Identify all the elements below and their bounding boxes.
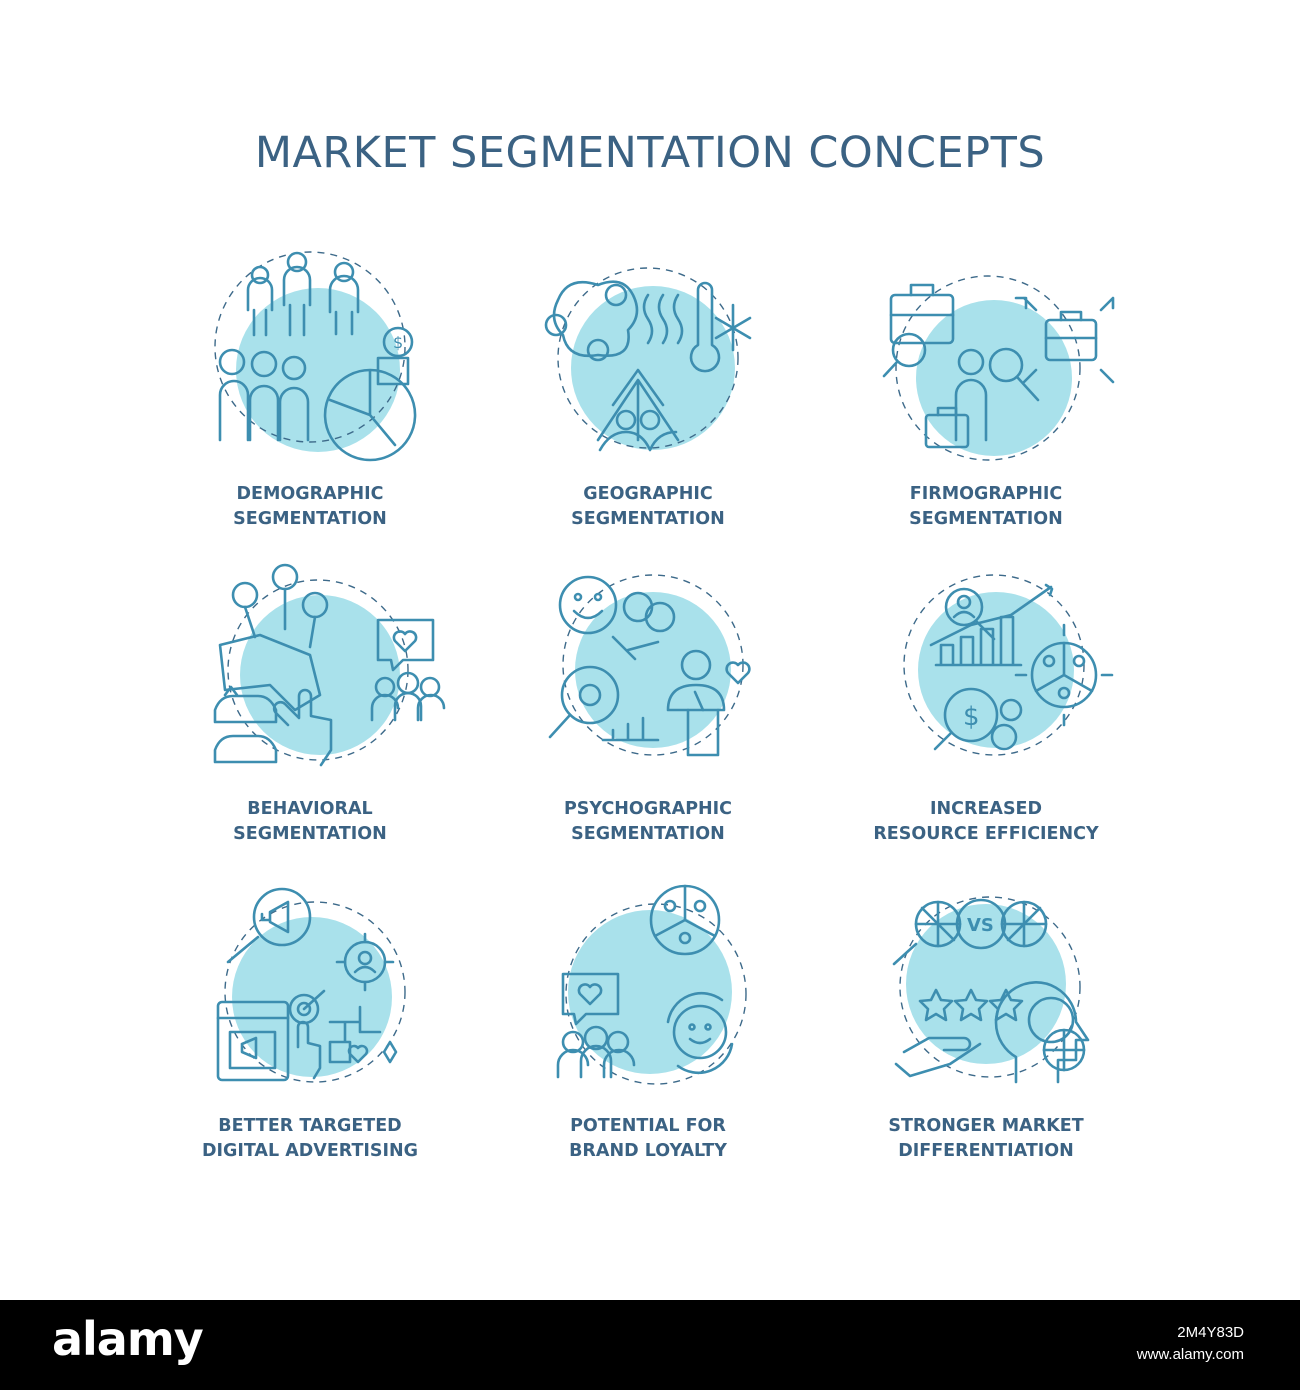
concept-label: BETTER TARGETED DIGITAL ADVERTISING (201, 1116, 419, 1161)
geographic-icon (544, 267, 752, 452)
concept-label: PSYCHOGRAPHIC SEGMENTATION (563, 799, 733, 844)
concept-card-targeted-advertising: BETTER TARGETED DIGITAL ADVERTISING (160, 882, 460, 1162)
concept-label: POTENTIAL FOR BRAND LOYALTY (569, 1116, 727, 1161)
concept-card-psychographic: PSYCHOGRAPHIC SEGMENTATION (498, 565, 798, 845)
demographic-icon: $ (214, 251, 417, 462)
psychographic-icon (548, 574, 751, 757)
image-id: 2M4Y83D www.alamy.com (1137, 1322, 1244, 1366)
market-differentiation-icon: VS (892, 896, 1090, 1084)
concept-label: GEOGRAPHIC SEGMENTATION (571, 484, 725, 529)
page-title: MARKET SEGMENTATION CONCEPTS (254, 128, 1046, 178)
concept-card-market-differentiation: VS STRONGER MARKET DIFFERENTIATION (836, 882, 1136, 1162)
targeted-advertising-icon (216, 887, 406, 1083)
concept-card-behavioral: BEHAVIORAL SEGMENTATION (160, 563, 460, 845)
site-url: www.alamy.com (1136, 1346, 1244, 1363)
behavioral-icon (213, 563, 446, 767)
svg-text:$: $ (963, 702, 980, 732)
concept-card-demographic: $ DEMOGRAPHIC SEGMENTATION (160, 250, 460, 530)
svg-text:$: $ (393, 333, 403, 352)
resource-efficiency-icon: $ (903, 574, 1114, 756)
firmographic-icon (882, 275, 1115, 461)
concept-card-geographic: GEOGRAPHIC SEGMENTATION (498, 250, 798, 530)
brand-loyalty-icon (556, 884, 747, 1085)
alamy-logo: alamy (52, 1312, 204, 1366)
image-id-code: 2M4Y83D (1177, 1324, 1244, 1341)
concept-label: BEHAVIORAL SEGMENTATION (233, 799, 387, 844)
concept-label: STRONGER MARKET DIFFERENTIATION (888, 1116, 1084, 1161)
concept-label: FIRMOGRAPHIC SEGMENTATION (909, 484, 1063, 529)
watermark-footer: alamy 2M4Y83D www.alamy.com (0, 1300, 1300, 1390)
concept-card-resource-efficiency: $ INCREASED RESOURCE EFFICIENCY (836, 565, 1136, 845)
concept-card-firmographic: FIRMOGRAPHIC SEGMENTATION (836, 250, 1136, 530)
concept-label: INCREASED RESOURCE EFFICIENCY (873, 799, 1099, 844)
svg-text:VS: VS (967, 915, 994, 936)
concept-card-brand-loyalty: POTENTIAL FOR BRAND LOYALTY (498, 882, 798, 1162)
concept-label: DEMOGRAPHIC SEGMENTATION (233, 484, 387, 529)
